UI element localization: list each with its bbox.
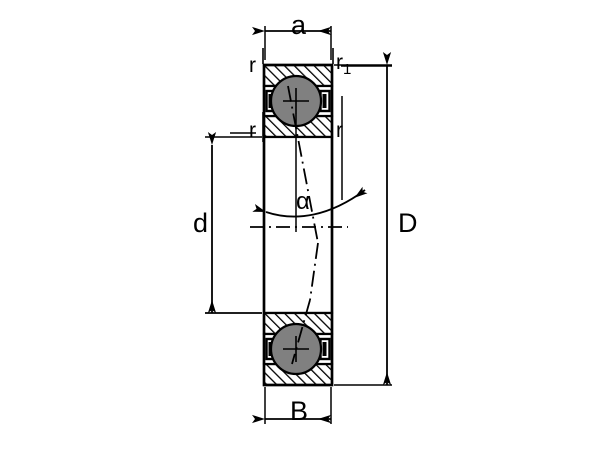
dimension-B [252,387,332,424]
radius-leader-lines [205,48,392,314]
contact-angle-line [287,85,319,365]
alpha-angle-arc [252,186,368,218]
bearing-body-middle [262,135,334,315]
dimension-d [205,132,262,314]
label-radius-r1-subscript: 1 [343,61,352,79]
label-radius-mid-left: r [249,119,256,142]
label-radius-r1: r1 [336,52,351,77]
label-dimension-a: a [291,10,307,40]
label-dimension-D: D [398,208,418,238]
dimension-D [334,52,392,386]
label-contact-angle-alpha: α [296,188,310,215]
label-radius-right: r [336,119,343,142]
label-dimension-d: d [193,208,209,238]
label-dimension-B: B [290,396,309,426]
label-radius-r1-base: r [336,51,343,74]
label-radius-top-left: r [249,54,256,77]
dimension-a [252,26,332,60]
